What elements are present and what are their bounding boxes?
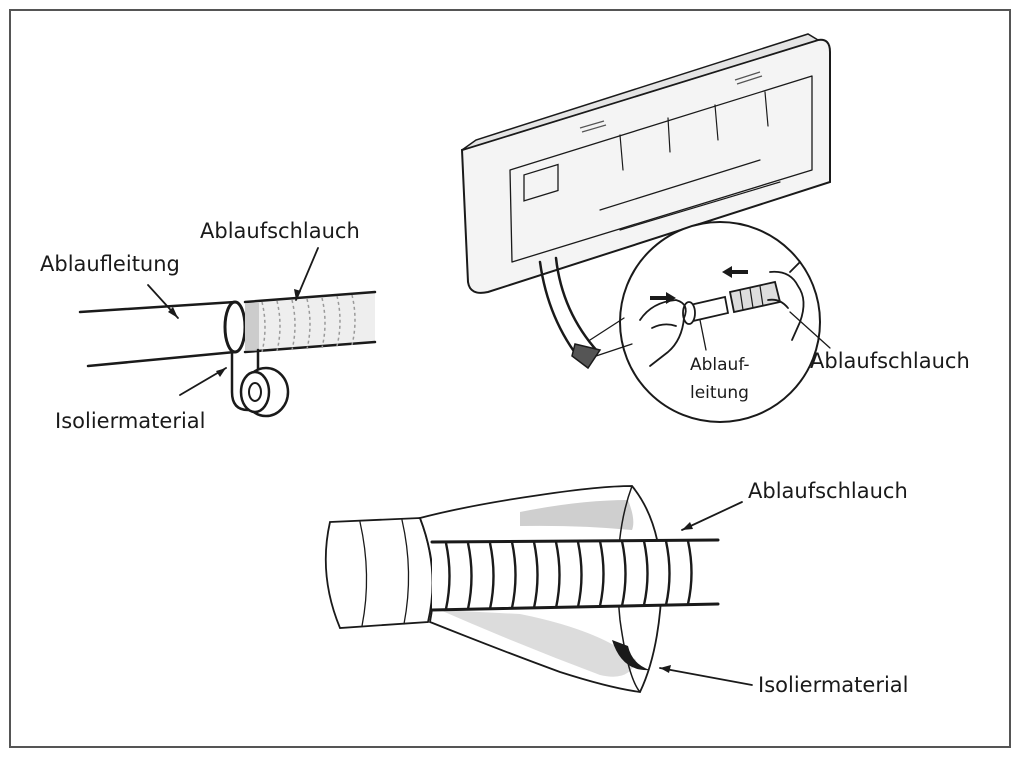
pipe-wrap-illustration	[78, 247, 377, 418]
connection-detail	[589, 221, 831, 423]
insulated-hose-illustration	[324, 485, 753, 693]
indoor-unit-illustration	[460, 33, 831, 370]
label-drain-pipe-detail-1: Ablauf-	[690, 355, 750, 375]
figure-frame	[9, 9, 1011, 748]
label-drain-pipe-detail-2: leitung	[690, 383, 749, 403]
label-drain-hose: Ablaufschlauch	[200, 219, 360, 243]
label-drain-hose-bottom: Ablaufschlauch	[748, 479, 908, 503]
label-insulation: Isoliermaterial	[55, 409, 206, 433]
label-drain-hose-detail: Ablaufschlauch	[810, 349, 970, 373]
label-insulation-bottom: Isoliermaterial	[758, 673, 909, 697]
label-drain-pipe: Ablaufleitung	[40, 252, 180, 276]
